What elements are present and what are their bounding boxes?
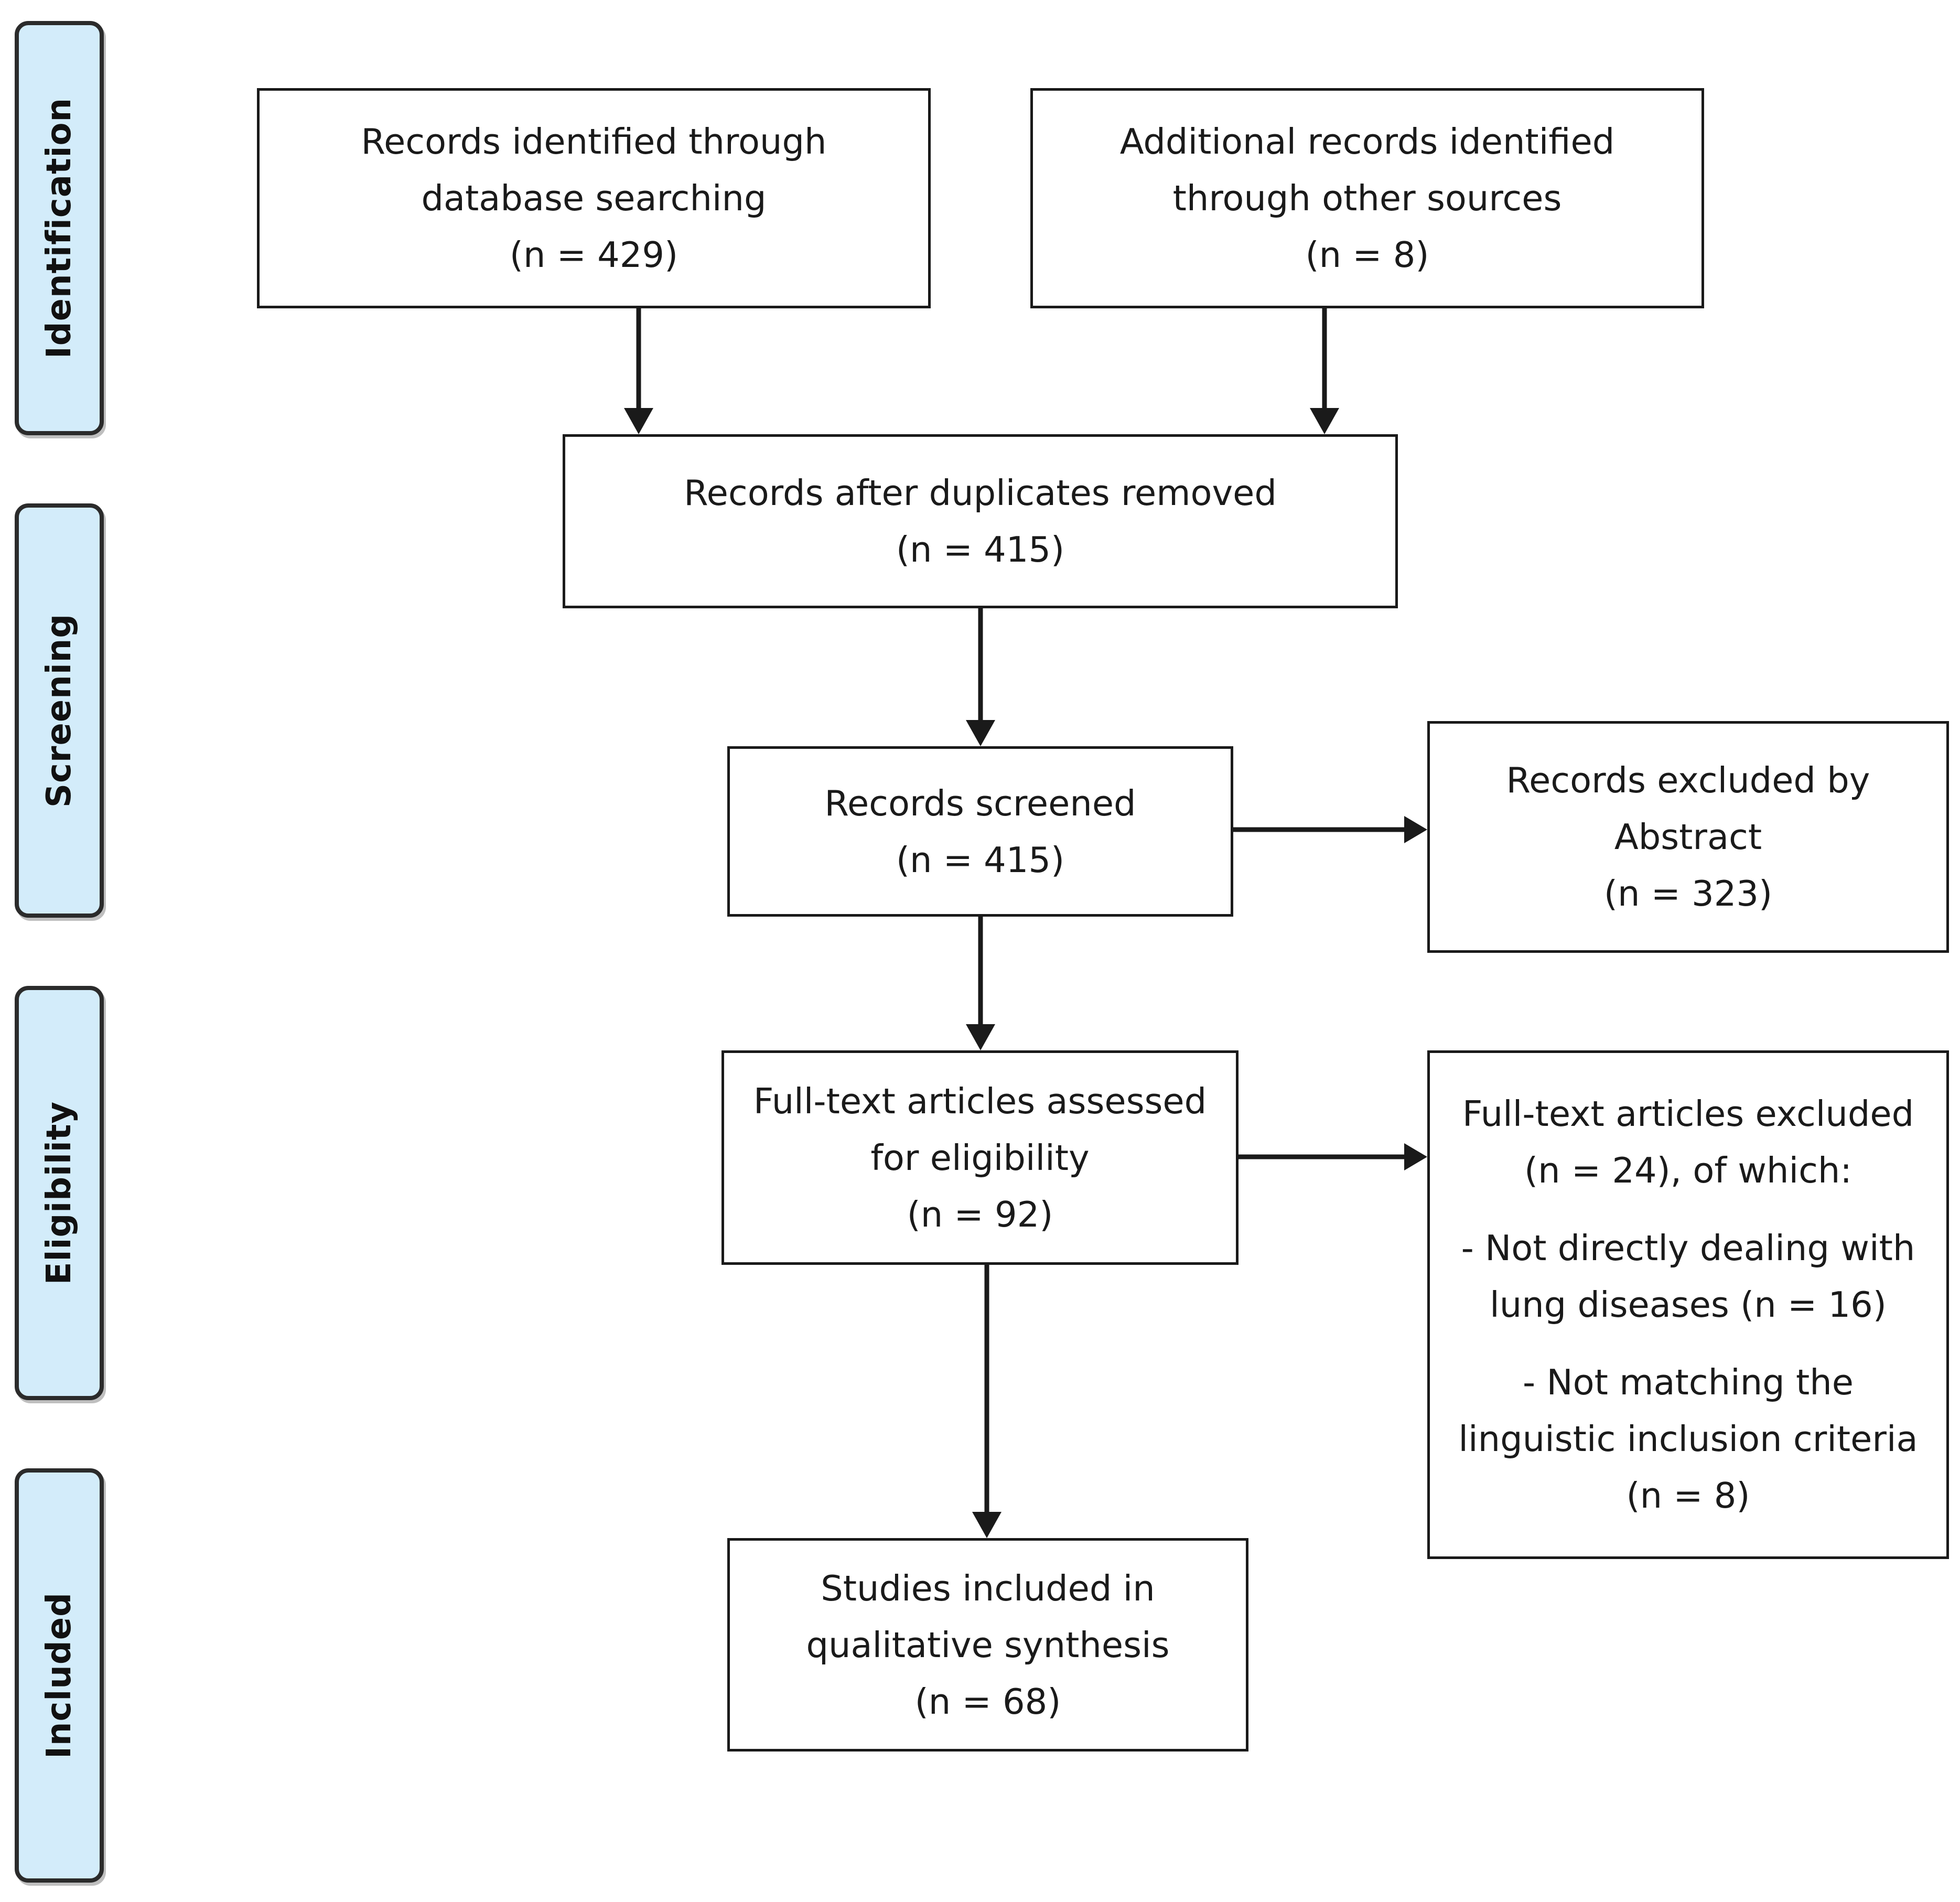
database-search-line1: Records identified through — [361, 121, 827, 162]
box-fulltext-excluded: Full-text articles excluded (n = 24), of… — [1427, 1050, 1949, 1559]
phase-screening: Screening — [15, 503, 104, 918]
included-count: (n = 68) — [914, 1681, 1061, 1722]
arrowhead-other-to-duplicates — [1310, 408, 1339, 434]
arrowhead-screened-to-fulltext — [966, 1024, 995, 1050]
reason2-count: (n = 8) — [1626, 1475, 1750, 1516]
arrowhead-screened-to-excluded — [1404, 816, 1427, 843]
other-sources-line2: through other sources — [1172, 178, 1562, 219]
included-line2: qualitative synthesis — [806, 1624, 1170, 1665]
excluded-abstract-line2: Abstract — [1614, 816, 1762, 857]
fulltext-assessed-line2: for eligibility — [870, 1137, 1090, 1178]
after-duplicates-count: (n = 415) — [896, 529, 1065, 570]
excluded-abstract-line1: Records excluded by — [1506, 760, 1870, 801]
arrowhead-duplicates-to-screened — [966, 720, 995, 746]
database-search-line2: database searching — [421, 178, 767, 219]
screened-count: (n = 415) — [896, 839, 1065, 880]
box-studies-included: Studies included in qualitative synthesi… — [727, 1538, 1248, 1751]
arrowhead-fulltext-to-excluded — [1404, 1143, 1427, 1170]
reason2-line2: linguistic inclusion criteria — [1458, 1419, 1918, 1459]
other-sources-count: (n = 8) — [1305, 234, 1429, 275]
phase-included: Included — [15, 1468, 104, 1883]
database-search-count: (n = 429) — [509, 234, 679, 275]
reason2-line1: - Not matching the — [1523, 1362, 1854, 1403]
excluded-abstract-count: (n = 323) — [1603, 873, 1773, 914]
included-line1: Studies included in — [821, 1567, 1155, 1609]
box-records-screened: Records screened (n = 415) — [727, 746, 1233, 917]
phase-eligibility: Eligibility — [15, 986, 104, 1400]
arrowhead-database-to-duplicates — [624, 408, 653, 434]
phase-identification: Identification — [15, 21, 104, 435]
box-database-search: Records identified through database sear… — [257, 88, 931, 308]
arrowhead-fulltext-to-included — [972, 1512, 1001, 1538]
box-after-duplicates: Records after duplicates removed (n = 41… — [563, 434, 1398, 608]
box-other-sources: Additional records identified through ot… — [1030, 88, 1704, 308]
fulltext-excluded-line1: Full-text articles excluded — [1462, 1093, 1914, 1134]
reason1-line1: - Not directly dealing with — [1461, 1228, 1915, 1269]
box-excluded-abstract: Records excluded by Abstract (n = 323) — [1427, 721, 1949, 953]
other-sources-line1: Additional records identified — [1119, 121, 1615, 162]
box-fulltext-assessed: Full-text articles assessed for eligibil… — [721, 1050, 1239, 1265]
fulltext-assessed-count: (n = 92) — [907, 1194, 1053, 1235]
reason1-line2: lung diseases (n = 16) — [1490, 1284, 1887, 1325]
screened-line1: Records screened — [824, 782, 1136, 824]
fulltext-assessed-line1: Full-text articles assessed — [753, 1080, 1207, 1122]
after-duplicates-line1: Records after duplicates removed — [684, 472, 1277, 513]
fulltext-excluded-line2: (n = 24), of which: — [1524, 1150, 1852, 1191]
